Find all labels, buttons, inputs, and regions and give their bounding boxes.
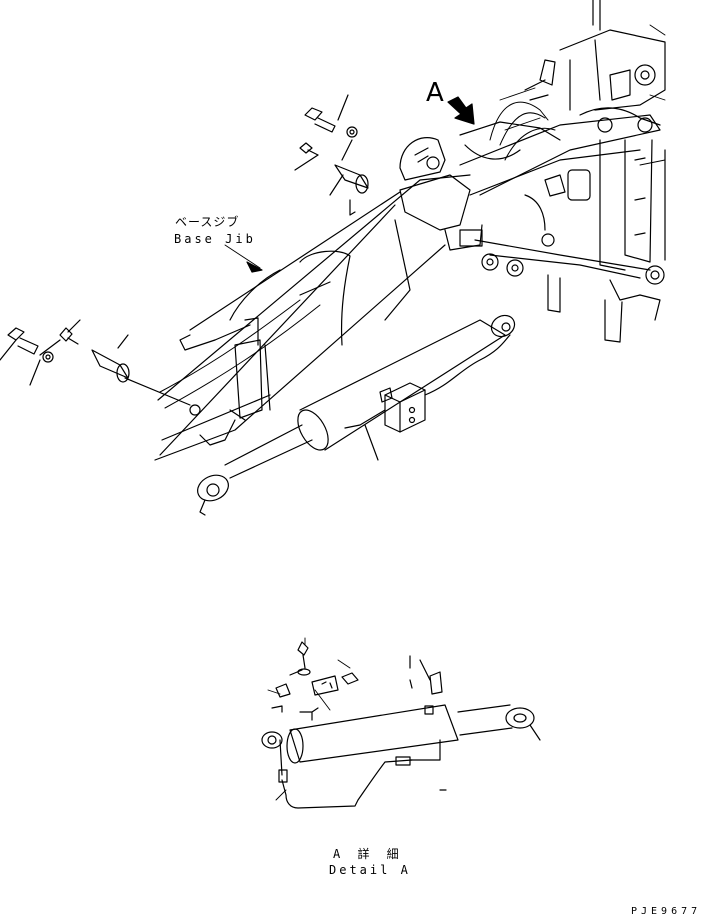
view-a-marker: A	[426, 78, 444, 108]
drawing-number: PJE9677	[631, 906, 701, 917]
detail-a-title-en: Detail A	[329, 863, 411, 877]
detail-a-title-jp: A 詳 細	[333, 847, 404, 861]
base-jib-label-jp: ベースジブ	[175, 215, 240, 229]
base-jib-label-en: Base Jib	[174, 232, 256, 246]
pointer-arrow	[246, 261, 263, 273]
detail-a-view	[261, 637, 541, 809]
upper-pin-group	[294, 94, 369, 216]
left-pin-group	[0, 319, 201, 416]
boom-cylinder	[197, 314, 516, 516]
base-jib-boom	[154, 137, 483, 461]
view-a-arrow	[447, 96, 475, 125]
leader-lines	[224, 24, 666, 269]
upper-arm	[459, 101, 661, 279]
articulation-frame	[524, 0, 666, 343]
